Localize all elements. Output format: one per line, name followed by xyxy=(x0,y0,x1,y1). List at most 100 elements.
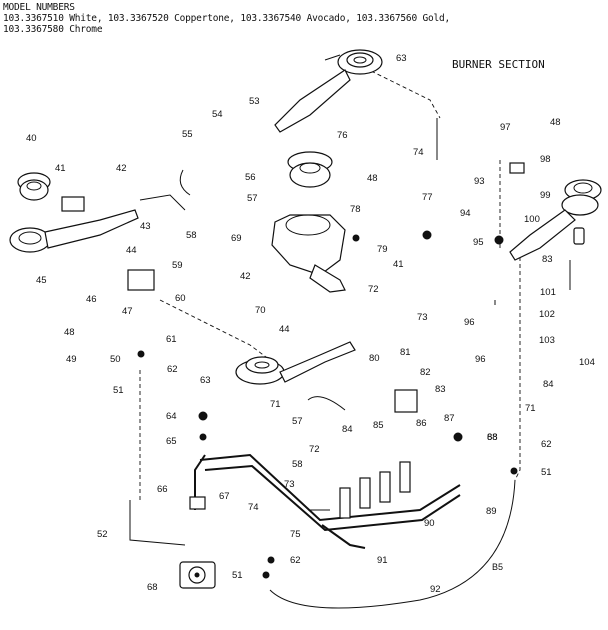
callout-49: 49 xyxy=(66,354,77,365)
callout-92: 92 xyxy=(430,584,441,595)
callout-97: 97 xyxy=(500,122,511,133)
callout-74: 74 xyxy=(248,502,259,513)
burner-63-top xyxy=(274,49,383,133)
callout-63: 63 xyxy=(200,375,211,386)
callout-65: 65 xyxy=(166,436,177,447)
model-numbers-line-2: 103.3367580 Chrome xyxy=(3,24,103,35)
pilot-tubes xyxy=(139,169,496,411)
callout-68: 68 xyxy=(147,582,158,593)
callout-69: 69 xyxy=(231,233,242,244)
callout-100: 100 xyxy=(524,214,540,225)
burner-76-center xyxy=(271,151,346,293)
hardware xyxy=(61,118,571,579)
model-numbers-line: 103.3367510 White, 103.3367520 Copperton… xyxy=(3,13,451,24)
callout-51: 51 xyxy=(113,385,124,396)
callout-42: 42 xyxy=(240,271,251,282)
section-title: BURNER SECTION xyxy=(452,58,545,71)
callout-41: 41 xyxy=(393,259,404,270)
callout-72: 72 xyxy=(309,444,320,455)
manifold-91 xyxy=(194,453,461,549)
callout-57: 57 xyxy=(292,416,303,427)
callout-104: 104 xyxy=(579,357,595,368)
callout-84: 84 xyxy=(342,424,353,435)
callout-40: 40 xyxy=(26,133,37,144)
callout-91: 91 xyxy=(377,555,388,566)
callout-48: 48 xyxy=(550,117,561,128)
burner-40-left xyxy=(9,172,139,253)
callout-71: 71 xyxy=(270,399,281,410)
callout-76: 76 xyxy=(337,130,348,141)
callout-84: 84 xyxy=(543,379,554,390)
callout-46: 46 xyxy=(86,294,97,305)
callout-90: 90 xyxy=(424,518,435,529)
callout-94: 94 xyxy=(460,208,471,219)
assembly-lines xyxy=(139,67,521,500)
callout-83: 83 xyxy=(435,384,446,395)
callout-95: 95 xyxy=(473,237,484,248)
callout-62: 62 xyxy=(167,364,178,375)
callout-44: 44 xyxy=(279,324,290,335)
callout-85: 85 xyxy=(373,420,384,431)
callout-42: 42 xyxy=(116,163,127,174)
callout-44: 44 xyxy=(126,245,137,256)
callout-103: 103 xyxy=(539,335,555,346)
callout-73: 73 xyxy=(284,479,295,490)
callout-101: 101 xyxy=(540,287,556,298)
callout-96: 96 xyxy=(475,354,486,365)
callout-62: 62 xyxy=(290,555,301,566)
callout-86: 86 xyxy=(416,418,427,429)
callout-80: 80 xyxy=(369,353,380,364)
callout-47: 47 xyxy=(122,306,133,317)
callout-41: 41 xyxy=(55,163,66,174)
callout-79: 79 xyxy=(377,244,388,255)
callout-43: 43 xyxy=(140,221,151,232)
callout-98: 98 xyxy=(540,154,551,165)
callout-52: 52 xyxy=(97,529,108,540)
callout-63: 63 xyxy=(396,53,407,64)
callout-87: 87 xyxy=(444,413,455,424)
callout-48: 48 xyxy=(367,173,378,184)
callout-51: 51 xyxy=(232,570,243,581)
callout-81: 81 xyxy=(400,347,411,358)
callout-61: 61 xyxy=(166,334,177,345)
burner-99-right xyxy=(509,179,602,261)
callout-56: 56 xyxy=(245,172,256,183)
gas-tubes xyxy=(129,479,516,609)
callout-82: 82 xyxy=(420,367,431,378)
callout-58: 58 xyxy=(186,230,197,241)
callout-72: 72 xyxy=(368,284,379,295)
callout-77: 77 xyxy=(422,192,433,203)
model-numbers-heading: MODEL NUMBERS xyxy=(3,2,75,13)
callout-58: 58 xyxy=(292,459,303,470)
diagram-code: B5 xyxy=(492,562,504,572)
callout-99: 99 xyxy=(540,190,551,201)
callout-102: 102 xyxy=(539,309,555,320)
callout-71: 71 xyxy=(525,403,536,414)
valves xyxy=(339,389,418,519)
burner-63-middle xyxy=(235,341,356,385)
callout-67: 67 xyxy=(219,491,230,502)
callout-45: 45 xyxy=(36,275,47,286)
callout-labels: 40 41 42 43 44 45 46 47 48 49 50 51 52 53 54 55 56 57 58 59… xyxy=(26,53,595,595)
callout-68: 68 xyxy=(487,432,498,443)
callout-60: 60 xyxy=(175,293,186,304)
callout-66: 66 xyxy=(157,484,168,495)
callout-51: 51 xyxy=(541,467,552,478)
callout-73: 73 xyxy=(417,312,428,323)
callout-83: 83 xyxy=(542,254,553,265)
callout-57: 57 xyxy=(247,193,258,204)
callout-93: 93 xyxy=(474,176,485,187)
callout-50: 50 xyxy=(110,354,121,365)
callout-89: 89 xyxy=(486,506,497,517)
callout-88: 88 xyxy=(487,432,498,443)
callout-70: 70 xyxy=(255,305,266,316)
callout-74: 74 xyxy=(413,147,424,158)
callout-59: 59 xyxy=(172,260,183,271)
callout-53: 53 xyxy=(249,96,260,107)
callout-55: 55 xyxy=(182,129,193,140)
callout-64: 64 xyxy=(166,411,177,422)
callout-54: 54 xyxy=(212,109,223,120)
regulator-68 xyxy=(179,561,216,589)
